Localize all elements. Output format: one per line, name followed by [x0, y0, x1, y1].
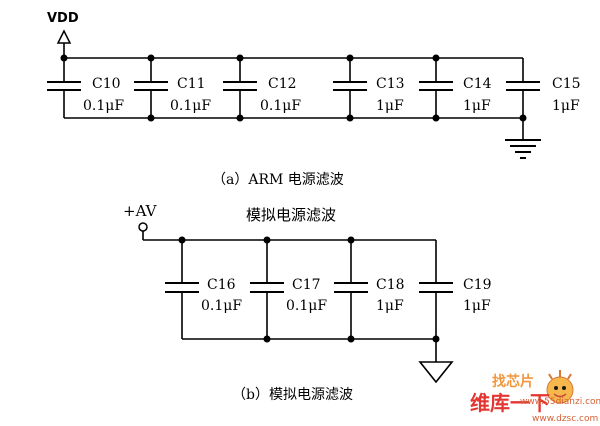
cap-name-c18: C18 [376, 277, 405, 293]
cap-name-c11: C11 [177, 76, 206, 92]
junction-dot [347, 335, 355, 343]
cap-value-c11: 0.1μF [170, 98, 211, 114]
capacitor-c10 [47, 58, 81, 118]
capacitor-c17 [250, 240, 284, 339]
cap-name-c14: C14 [463, 76, 492, 92]
cap-name-c19: C19 [463, 277, 492, 293]
cap-value-c16: 0.1μF [201, 298, 242, 314]
av-label: +AV [123, 202, 158, 220]
vdd-label: VDD [47, 11, 79, 26]
caption-b: （b）模拟电源滤波 [232, 387, 353, 403]
capacitor-c18 [334, 240, 368, 339]
capacitor-c12 [223, 58, 257, 118]
watermark-logo: 找芯片 维库一下 www.55dianzi.com www.dzsc.com [470, 370, 600, 424]
junction-dot [347, 236, 355, 244]
cap-name-c10: C10 [92, 76, 121, 92]
capacitor-c19 [419, 240, 453, 362]
watermark-top-text: 找芯片 [492, 373, 534, 390]
cap-value-c18: 1μF [376, 298, 404, 314]
junction-dot [432, 54, 440, 62]
cap-value-c12: 0.1μF [260, 98, 301, 114]
junction-dot [147, 114, 155, 122]
junction-dot [263, 335, 271, 343]
chip-mascot-icon [546, 370, 574, 404]
cap-name-c15: C15 [552, 76, 581, 92]
capacitor-c16 [165, 240, 199, 339]
watermark-main-text: 维库一下 [470, 391, 550, 415]
cap-value-c10: 0.1μF [83, 98, 124, 114]
cap-name-c16: C16 [207, 277, 236, 293]
cap-name-c12: C12 [268, 76, 297, 92]
capacitor-c15 [506, 58, 540, 140]
cap-value-c13: 1μF [376, 98, 404, 114]
junction-dot [432, 335, 440, 343]
junction-dot [432, 114, 440, 122]
junction-dot [147, 54, 155, 62]
cap-value-c17: 0.1μF [286, 298, 327, 314]
caption-a: （a）ARM 电源滤波 [212, 172, 344, 188]
terminal-circle-icon [138, 222, 148, 232]
junction-dot [263, 236, 271, 244]
junction-dot [346, 54, 354, 62]
cap-name-c13: C13 [376, 76, 405, 92]
watermark-url-1: www.55dianzi.com [520, 397, 600, 407]
cap-name-c17: C17 [292, 277, 321, 293]
capacitor-c11 [134, 58, 168, 118]
cap-value-c14: 1μF [463, 98, 491, 114]
junction-dot [178, 236, 186, 244]
junction-dot [519, 114, 527, 122]
junction-dot [346, 114, 354, 122]
watermark-url-2: www.dzsc.com [532, 414, 598, 424]
circuit-a: VDD [47, 11, 581, 188]
cap-value-c15: 1μF [552, 98, 580, 114]
capacitor-c14 [419, 58, 453, 118]
vdd-arrow-icon [56, 29, 72, 44]
junction-dot [60, 54, 68, 62]
junction-dot [236, 54, 244, 62]
junction-dot [236, 114, 244, 122]
circuit-b: +AV 模拟电源滤波 [123, 202, 492, 403]
capacitor-c13 [333, 58, 367, 118]
circuit-b-title: 模拟电源滤波 [246, 206, 336, 224]
ground-icon [505, 139, 541, 159]
ground-triangle-icon [418, 361, 454, 384]
cap-value-c19: 1μF [463, 298, 491, 314]
